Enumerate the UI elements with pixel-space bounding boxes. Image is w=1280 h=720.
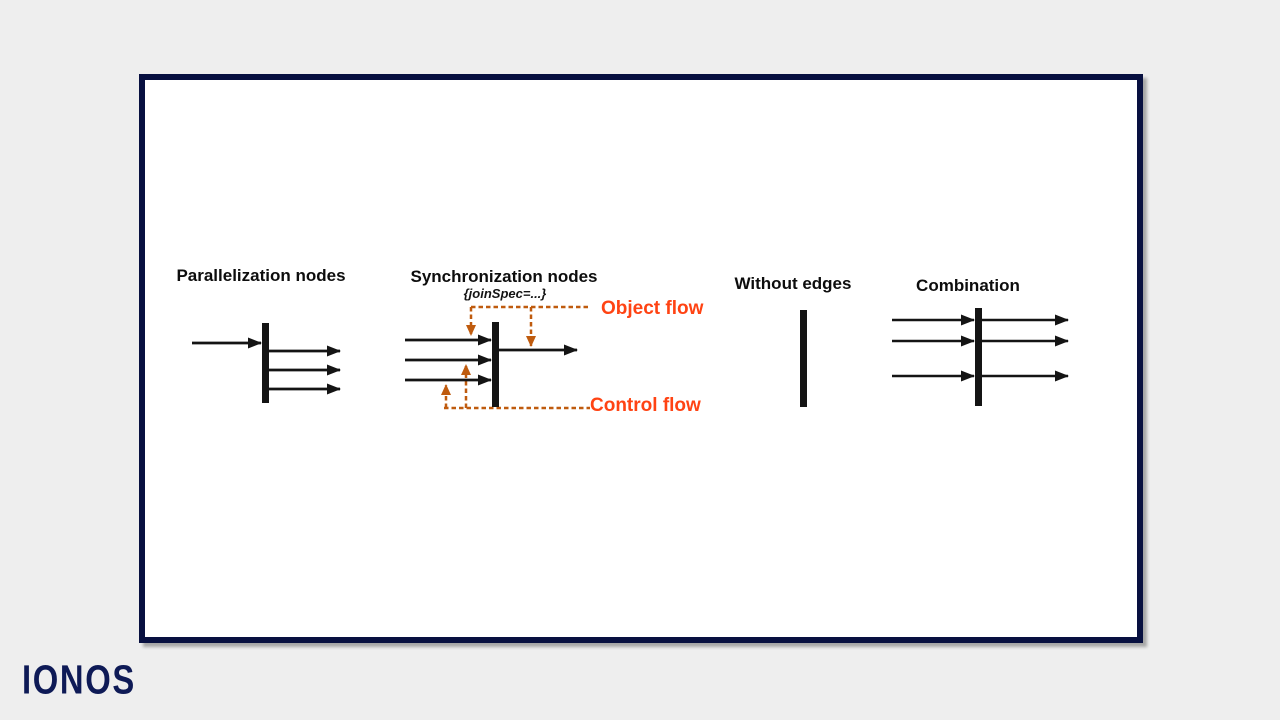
combination-bar bbox=[975, 308, 982, 406]
combination-title: Combination bbox=[916, 276, 1020, 295]
parallelization-node-graphic bbox=[192, 323, 341, 403]
control-flow-label: Control flow bbox=[590, 395, 701, 416]
fork-bar bbox=[262, 323, 269, 403]
parallelization-title: Parallelization nodes bbox=[176, 266, 346, 285]
joinspec-annotation: {joinSpec=...} bbox=[463, 286, 547, 301]
combination-node-graphic bbox=[892, 308, 1069, 406]
synchronization-node-graphic bbox=[405, 305, 590, 410]
object-flow-label: Object flow bbox=[601, 298, 704, 319]
ionos-logo: IONOS bbox=[22, 658, 136, 703]
synchronization-title: Synchronization nodes bbox=[410, 267, 598, 286]
sync-bar-without-edges bbox=[800, 310, 807, 407]
join-bar bbox=[492, 322, 499, 407]
without-edges-title: Without edges bbox=[734, 274, 852, 293]
